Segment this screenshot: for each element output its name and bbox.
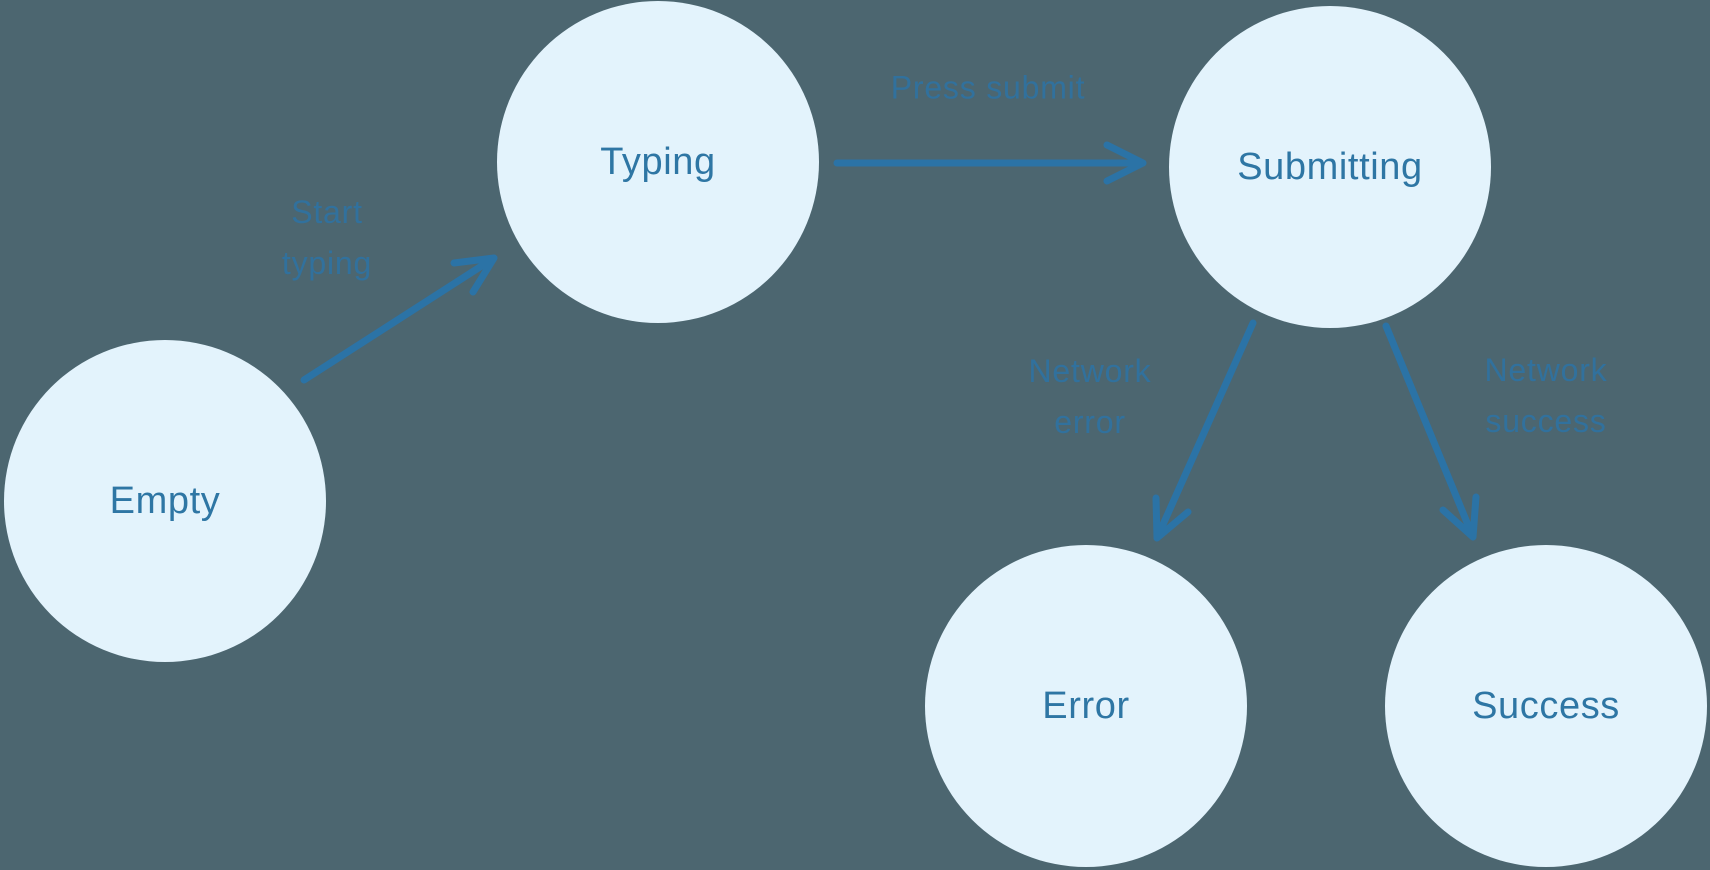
edge-label-press-submit-line1: Press submit <box>890 69 1086 106</box>
state-node-typing: Typing <box>497 1 819 323</box>
edge-label-start-typing-line1: Start <box>291 194 363 230</box>
edge-label-press-submit: Press submit <box>891 63 1086 114</box>
edge-label-network-error-line1: Network <box>1028 353 1152 389</box>
edge-arrow-empty-to-typing <box>300 254 498 384</box>
state-node-success: Success <box>1385 545 1707 867</box>
edge-arrow-submitting-to-success <box>1382 322 1480 541</box>
state-node-error: Error <box>925 545 1247 867</box>
state-node-empty: Empty <box>4 340 326 662</box>
edge-label-network-error: Network error <box>1029 346 1152 448</box>
edge-label-network-success: Network success <box>1485 345 1608 447</box>
state-node-success-label: Success <box>1472 684 1620 727</box>
edge-label-network-success-line1: Network <box>1484 352 1608 388</box>
edge-label-network-success-line2: success <box>1485 403 1607 439</box>
state-node-error-label: Error <box>1042 684 1130 727</box>
edge-arrow-submitting-to-error <box>1152 319 1257 542</box>
state-node-empty-label: Empty <box>109 479 221 522</box>
edge-label-start-typing: Start typing <box>282 187 372 289</box>
edge-label-network-error-line2: error <box>1054 404 1126 440</box>
edge-label-start-typing-line2: typing <box>281 245 373 281</box>
edge-arrow-typing-to-submitting <box>833 141 1147 185</box>
state-node-submitting: Submitting <box>1169 6 1491 328</box>
state-node-submitting-label: Submitting <box>1237 145 1423 188</box>
state-node-typing-label: Typing <box>600 140 716 183</box>
